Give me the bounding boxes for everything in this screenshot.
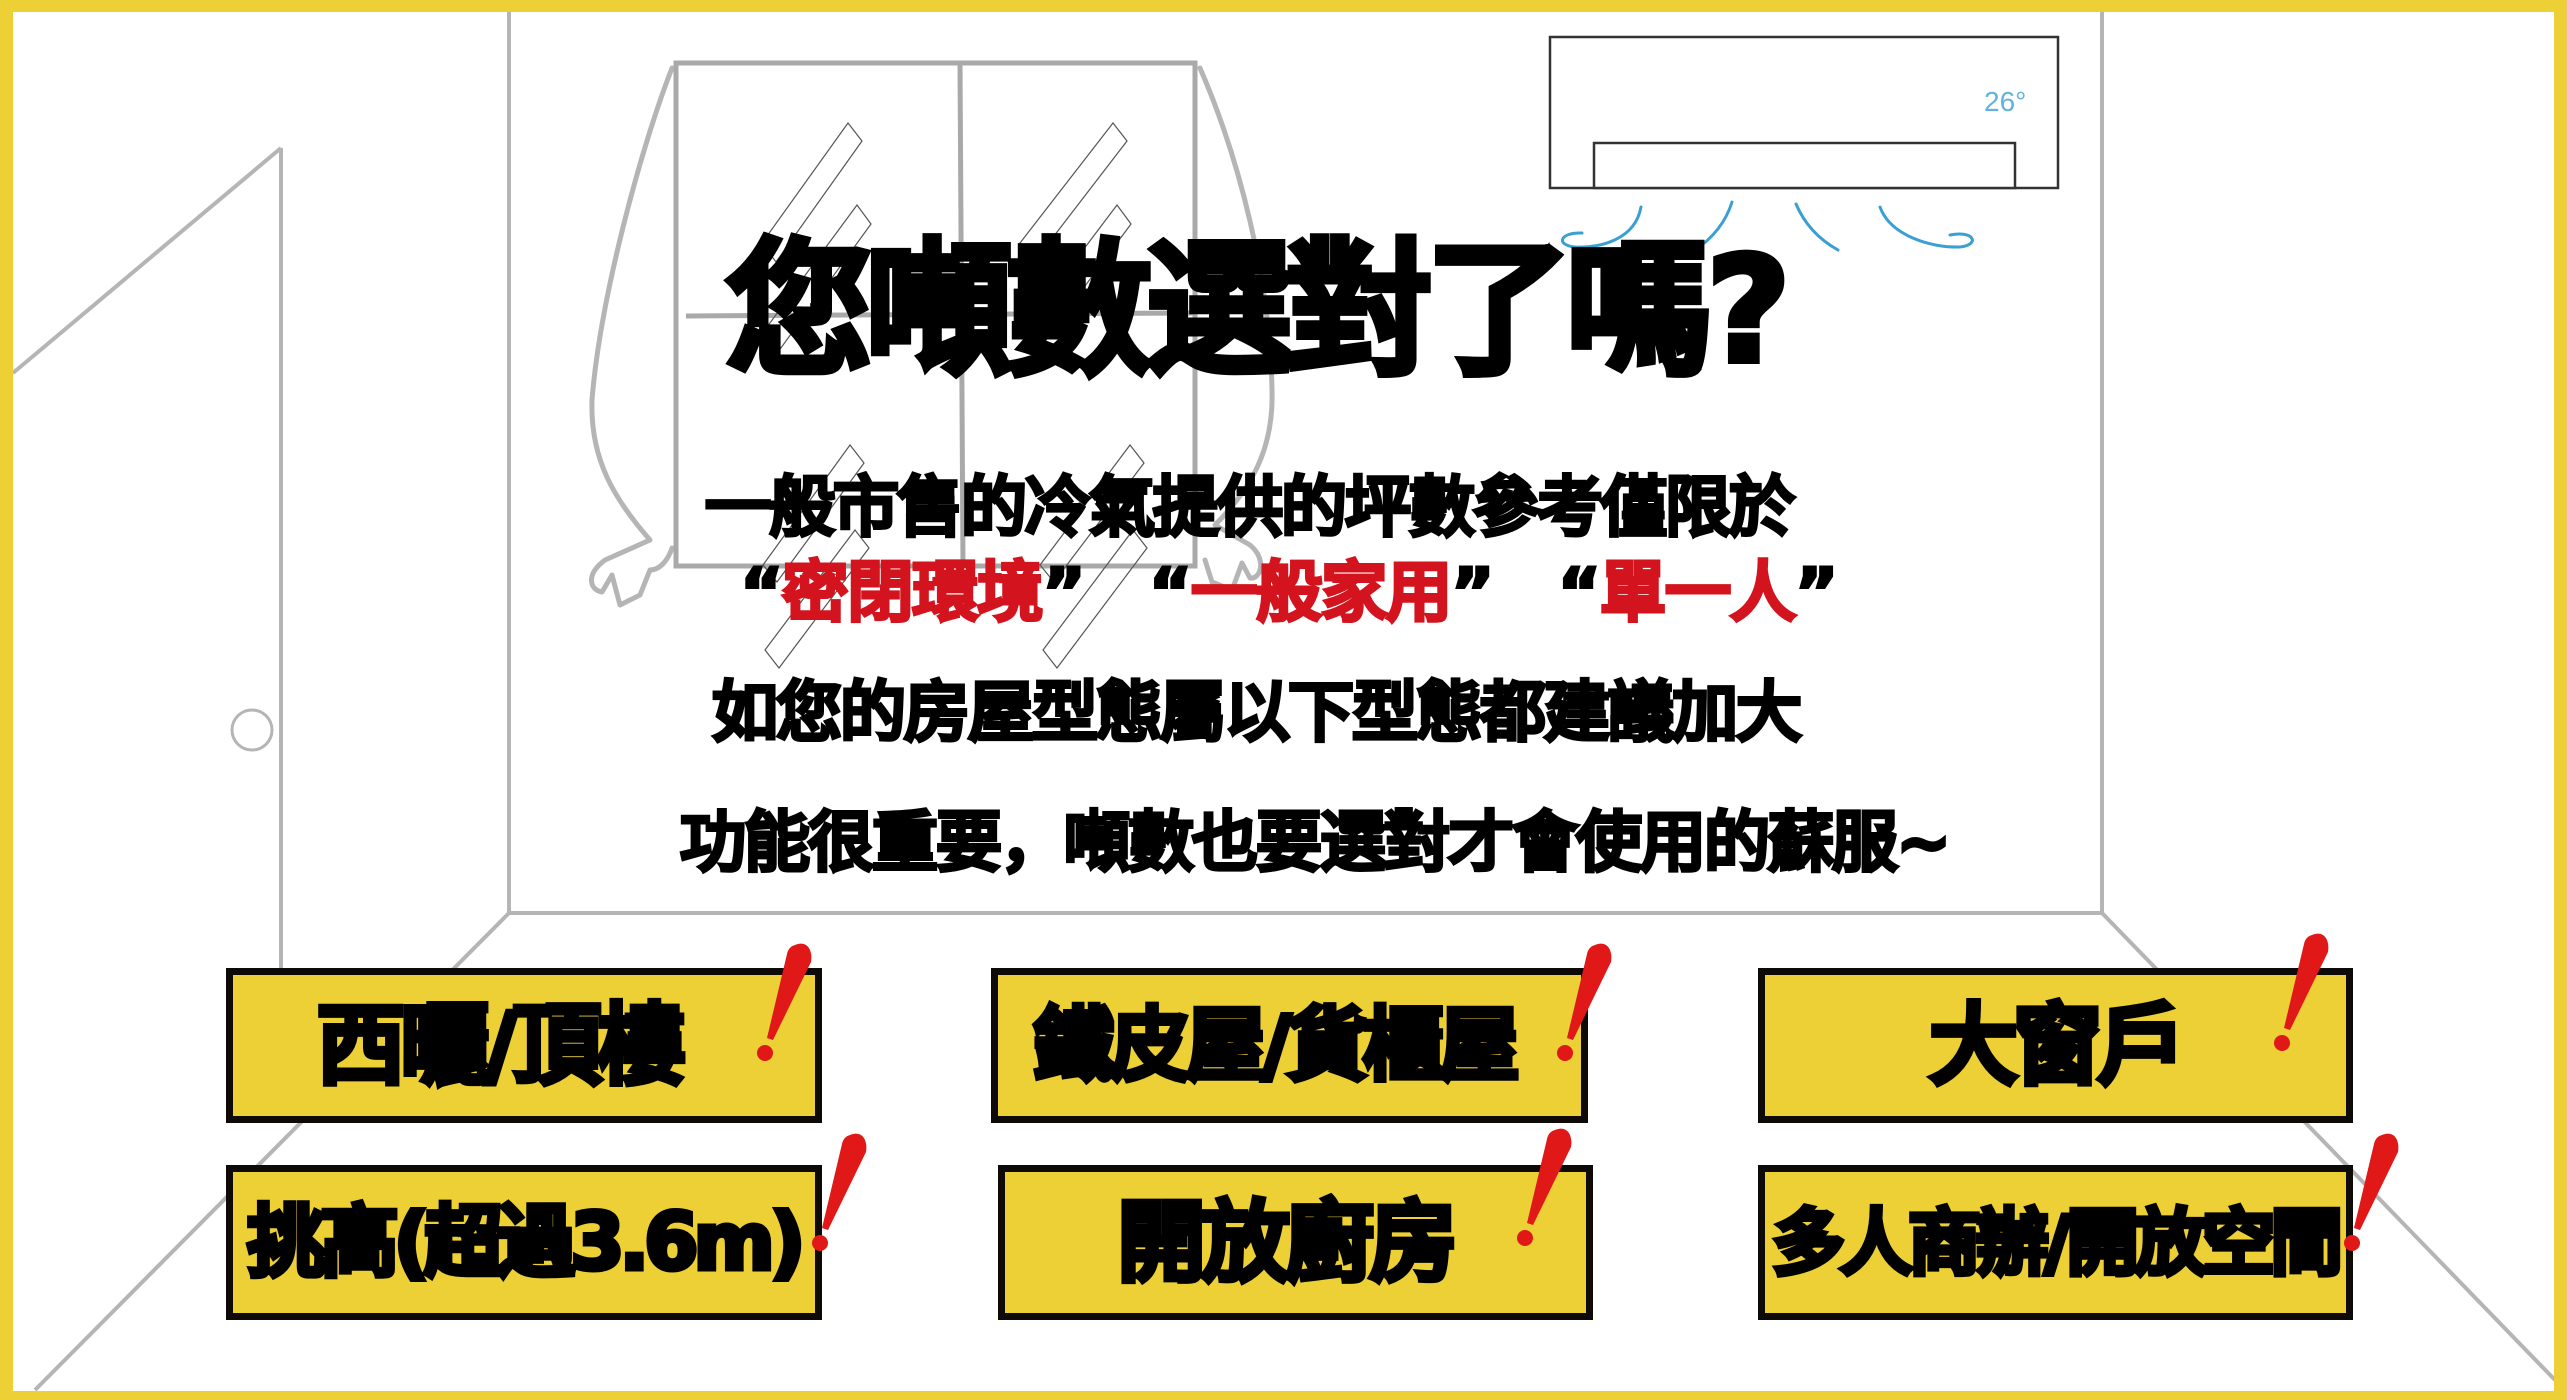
back-wall (507, 10, 2104, 915)
tag-label: 西曬/頂樓 (314, 993, 687, 1097)
condition-highlight: 密閉環境 (781, 554, 1045, 631)
tag-label: 開放廚房 (1115, 1190, 1460, 1294)
window-icon (673, 60, 1198, 569)
exclamation-icon (2344, 1133, 2399, 1251)
exclamation-icon (757, 943, 812, 1061)
tag-large-windows: 大窗戶 (1758, 968, 2353, 1123)
airflow-icon (1561, 200, 1974, 253)
close-quote: ” (1450, 554, 1496, 631)
close-quote: ” (1793, 554, 1839, 631)
air-conditioner-icon (1548, 35, 2060, 190)
window-reflection-marks (761, 121, 1148, 669)
tag-tin-container-house: 鐵皮屋/貨櫃屋 (991, 968, 1588, 1123)
exclamation-icon (1517, 1128, 1572, 1246)
intro-line-3: 如您的房屋型態屬以下型態都建議加大 (711, 674, 1804, 751)
tag-label: 鐵皮屋/貨櫃屋 (1031, 998, 1521, 1092)
exclamation-icon (1557, 943, 1612, 1061)
tag-label: 挑高(超過3.6m) (245, 1197, 808, 1288)
tag-label: 多人商辦/開放空間 (1770, 1200, 2345, 1285)
tag-open-kitchen: 開放廚房 (998, 1165, 1593, 1320)
condition-highlight: 一般家用 (1190, 554, 1454, 631)
open-quote: “ (1556, 554, 1602, 631)
conditions-line: “密閉環境”“一般家用”“單一人” (738, 558, 1839, 627)
tag-label: 大窗戶 (1927, 993, 2188, 1097)
door-knob (230, 708, 274, 752)
open-quote: “ (738, 554, 784, 631)
ac-temperature-display: 26° (1984, 86, 2027, 117)
curtain-icon (589, 65, 1275, 608)
intro-line-4: 功能很重要，噸數也要選對才會使用的蘇服~ (678, 804, 1952, 881)
tag-open-office-space: 多人商辦/開放空間 (1758, 1165, 2353, 1320)
condition-highlight: 單一人 (1598, 554, 1797, 631)
intro-line-1: 一般市售的冷氣提供的坪數參考僅限於 (704, 469, 1797, 546)
exclamation-icon (2274, 933, 2329, 1051)
close-quote: ” (1041, 554, 1087, 631)
tag-west-sun-top-floor: 西曬/頂樓 (226, 968, 822, 1123)
open-quote: “ (1147, 554, 1193, 631)
page-title: 您噸數選對了嗎? (723, 226, 1794, 396)
tag-high-ceiling: 挑高(超過3.6m) (226, 1165, 822, 1320)
exclamation-icon (812, 1133, 867, 1251)
door-icon (11, 146, 283, 968)
